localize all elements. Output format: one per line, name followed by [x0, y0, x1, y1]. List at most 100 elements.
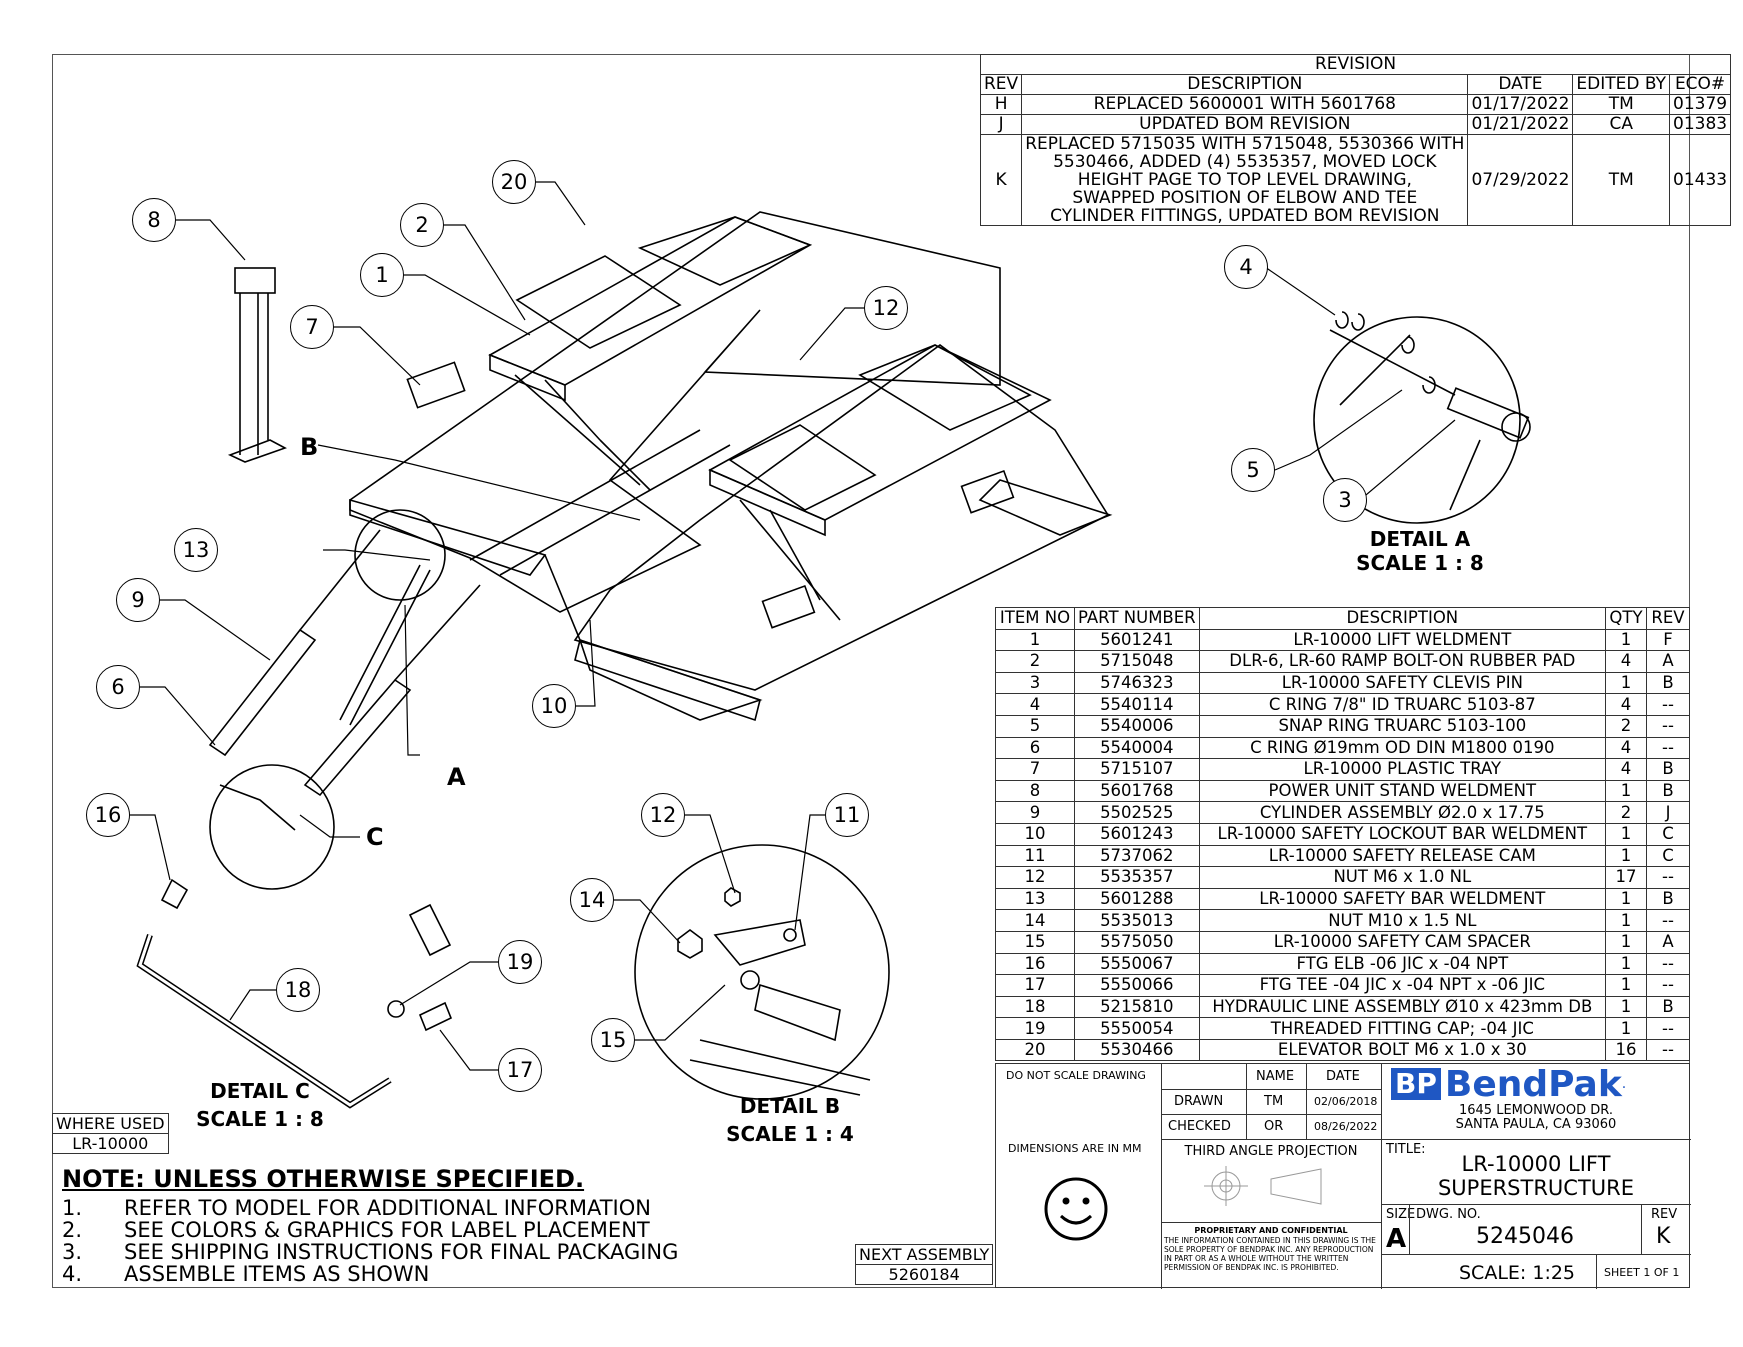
rev-label: REV [1651, 1207, 1678, 1222]
detail-b-letter: B [300, 433, 319, 461]
balloon-13: 13 [174, 528, 218, 572]
drawn-name: TM [1264, 1094, 1284, 1109]
drawn-date: 02/06/2018 [1314, 1095, 1378, 1108]
balloon-4: 4 [1224, 245, 1268, 289]
drawing-title-line1: LR-10000 LIFT [1461, 1152, 1611, 1176]
date-header: DATE [1326, 1069, 1360, 1084]
power-unit-stand [227, 267, 287, 463]
detail-b-label: DETAIL B SCALE 1 : 4 [690, 1092, 890, 1148]
desc-line: CYLINDER FITTINGS, UPDATED BOM REVISION [1050, 206, 1440, 226]
detail-c-bar [219, 784, 296, 831]
notes-block: NOTE: UNLESS OTHERWISE SPECIFIED. 1.REFE… [62, 1165, 678, 1285]
elbow-fitting [160, 878, 189, 910]
item-no-cell: 16 [995, 952, 1075, 976]
where-used-table: WHERE USED LR-10000 [52, 1113, 169, 1154]
rev-cell: K [979, 134, 1023, 226]
logo-text: BendPak [1444, 1063, 1622, 1105]
name-header: NAME [1256, 1069, 1295, 1084]
description-cell: LR-10000 SAFETY CLEVIS PIN [1198, 671, 1607, 695]
detail-a-title: DETAIL A [1369, 527, 1471, 551]
checked-name: OR [1264, 1119, 1284, 1134]
next-assembly-value: 5260184 [854, 1264, 994, 1285]
balloon-3: 3 [1323, 478, 1367, 522]
balloon-12: 12 [864, 286, 908, 330]
item-no-cell: 17 [995, 974, 1075, 997]
balloon-20: 20 [492, 160, 536, 204]
detail-b-scale: SCALE 1 : 4 [726, 1122, 854, 1146]
dimensions-note: DIMENSIONS ARE IN MM [1008, 1142, 1142, 1155]
detail-a-label: DETAIL A SCALE 1 : 8 [1320, 527, 1520, 575]
note-item: 1.REFER TO MODEL FOR ADDITIONAL INFORMAT… [62, 1196, 651, 1220]
checked-date: 08/26/2022 [1314, 1120, 1378, 1133]
next-assembly-table: NEXT ASSEMBLY 5260184 [854, 1244, 994, 1285]
description-cell: LR-10000 PLASTIC TRAY [1198, 758, 1607, 781]
size-label: SIZE [1386, 1207, 1416, 1222]
address-line1: 1645 LEMONWOOD DR. [1458, 1103, 1614, 1118]
next-assembly-label: NEXT ASSEMBLY [854, 1244, 994, 1265]
platform-left [488, 216, 813, 491]
detail-a-letter: A [447, 763, 466, 791]
eco-cell: 01383 [1669, 114, 1732, 135]
detail-c-label: DETAIL C SCALE 1 : 8 [180, 1077, 340, 1133]
balloon-17: 17 [498, 1048, 542, 1092]
third-angle-projection-icon [1204, 1166, 1322, 1206]
balloon-7: 7 [290, 305, 334, 349]
note-item: 3.SEE SHIPPING INSTRUCTIONS FOR FINAL PA… [62, 1240, 679, 1264]
size-value: A [1386, 1224, 1407, 1254]
date-cell: 07/29/2022 [1467, 134, 1574, 226]
revision-row: H REPLACED 5600001 WITH 5601768 01/17/20… [979, 94, 1732, 115]
balloon-12b: 12 [641, 793, 685, 837]
tray [761, 584, 816, 629]
balloon-19: 19 [498, 940, 542, 984]
where-used-value: LR-10000 [52, 1133, 169, 1154]
balloon-1: 1 [360, 253, 404, 297]
date-cell: 01/21/2022 [1467, 114, 1574, 135]
item-no-cell: 11 [995, 844, 1075, 868]
part-number-cell: 5715048 [1074, 650, 1200, 673]
tee-fitting [418, 1001, 453, 1032]
lift-frame [349, 211, 1110, 722]
address-line2: SANTA PAULA, CA 93060 [1455, 1117, 1617, 1132]
part-number-cell: 5601288 [1074, 887, 1200, 911]
rev-header: REV [1646, 607, 1690, 630]
where-used-label: WHERE USED [52, 1113, 169, 1134]
dwg-number: 5245046 [1476, 1224, 1574, 1249]
balloon-14: 14 [570, 878, 614, 922]
bill-of-materials-table: ITEM NO PART NUMBER DESCRIPTION QTY REV … [995, 607, 1690, 1062]
detail-a-callout-circle [354, 509, 446, 601]
item-no-cell: 20 [995, 1038, 1075, 1062]
balloon-2: 2 [400, 203, 444, 247]
detail-c-scale: SCALE 1 : 8 [196, 1107, 324, 1131]
rev-cell: -- [1646, 909, 1690, 932]
detail-c-callout-circle [209, 764, 335, 890]
qty-cell: 17 [1605, 866, 1647, 889]
smiley-icon [1044, 1177, 1108, 1241]
description-cell: LR-10000 SAFETY CAM SPACER [1198, 930, 1607, 954]
description-cell: LR-10000 SAFETY LOCKOUT BAR WELDMENT [1198, 822, 1607, 846]
balloon-6: 6 [96, 665, 140, 709]
checked-label: CHECKED [1168, 1119, 1231, 1134]
eco-cell: 01433 [1669, 134, 1732, 226]
cylinders [208, 529, 481, 797]
part-number-cell: 5550067 [1074, 952, 1200, 976]
desc-cell: UPDATED BOM REVISION [1021, 114, 1469, 135]
platform-right [708, 344, 1052, 621]
title-label: TITLE: [1386, 1142, 1426, 1157]
address-block: 1645 LEMONWOOD DR. SANTA PAULA, CA 93060 [1382, 1104, 1690, 1132]
revision-table: REVISION REV DESCRIPTION DATE EDITED BY … [979, 54, 1732, 226]
item-no-cell: 12 [995, 866, 1075, 889]
do-not-scale-text: DO NOT SCALE DRAWING [1006, 1069, 1146, 1082]
balloon-10: 10 [532, 684, 576, 728]
ramp [578, 638, 763, 721]
part-number-cell: 5530466 [1074, 1038, 1200, 1062]
